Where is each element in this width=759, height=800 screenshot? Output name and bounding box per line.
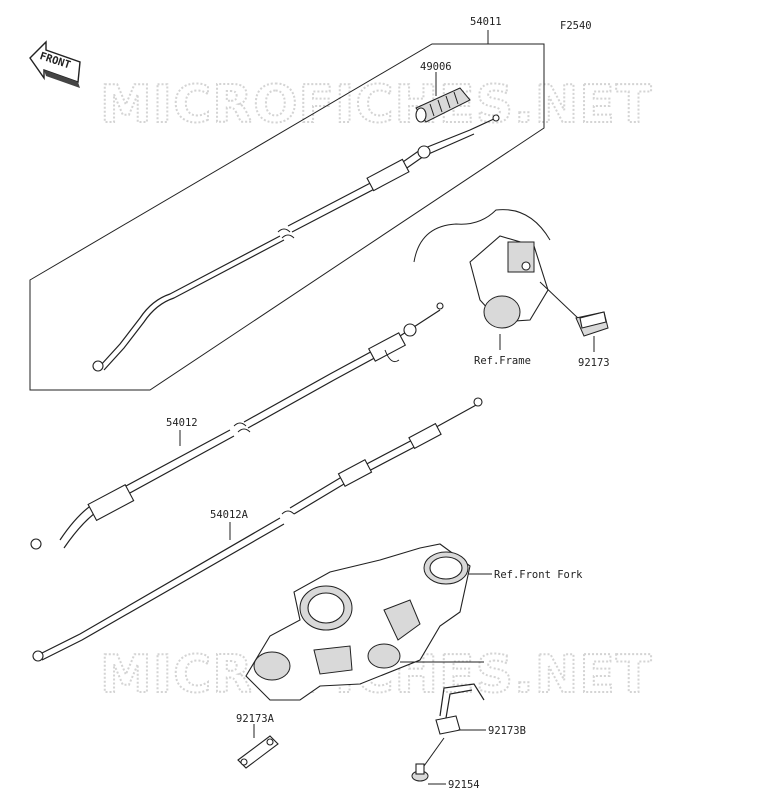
part-label-54011: 54011 [470,16,502,28]
part-92173-clamp [575,311,609,337]
ref-front-fork-label: Ref.Front Fork [494,569,583,581]
part-label-54012A: 54012A [210,509,249,521]
diagram-code: F2540 [560,20,592,32]
cable-54012A [32,397,483,662]
ref-frame-label: Ref.Frame [474,355,531,367]
part-label-49006: 49006 [420,61,452,73]
part-92154-bolt [411,737,445,782]
triple-clamp-drawing [245,543,471,701]
watermark-top: MICROFICHES.NET [100,75,652,135]
cable-54011 [92,114,500,372]
frame-reference-drawing [413,209,581,329]
part-label-92173: 92173 [578,357,610,369]
part-92173B-guide [435,683,485,735]
part-label-54012: 54012 [166,417,198,429]
group-box-54011 [29,43,545,391]
part-49006-boot [415,87,471,123]
part-92173A-plate [237,735,279,769]
part-label-92173A: 92173A [236,713,275,725]
cable-54012 [30,302,444,550]
front-arrow-icon: FRONT [29,40,81,88]
part-label-92173B: 92173B [488,725,526,737]
part-label-92154: 92154 [448,779,480,791]
